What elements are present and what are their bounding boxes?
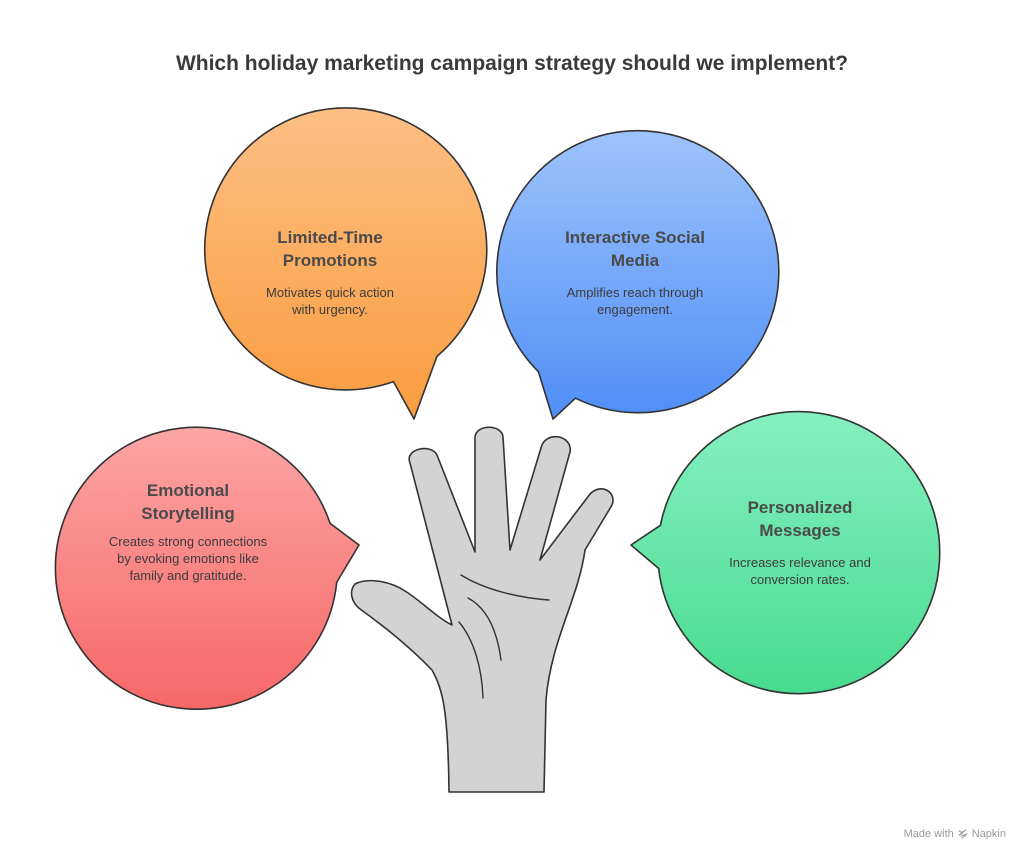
hand-illustration [350,426,614,793]
emotional-storytelling-text-group: Emotional Storytelling Creates strong co… [98,479,278,584]
watermark-prefix: Made with [903,828,954,840]
bubble-emotional-storytelling [54,426,360,711]
personalized-messages-description: Increases relevance and conversion rates… [729,555,871,587]
napkin-logo-icon [958,829,968,839]
limited-time-text-group: Limited-Time Promotions Motivates quick … [235,226,425,318]
made-with-napkin-watermark[interactable]: Made with Napkin [904,828,1006,840]
bubble-personalized-messages [630,410,941,695]
personalized-messages-text-group: Personalized Messages Increases relevanc… [705,496,895,588]
limited-time-description: Motivates quick action with urgency. [266,285,394,317]
emotional-storytelling-description: Creates strong connections by evoking em… [108,534,268,583]
limited-time-title: Limited-Time Promotions [277,228,383,270]
interactive-social-title: Interactive Social Media [565,228,705,270]
bubble-interactive-social-media [496,129,780,420]
page-title: Which holiday marketing campaign strateg… [175,52,849,75]
palm-line-middle [467,597,502,661]
bubble-limited-time-promotions [204,107,488,420]
emotional-storytelling-title: Emotional Storytelling [141,481,235,523]
watermark-brand: Napkin [971,828,1006,840]
interactive-social-description: Amplifies reach through engagement. [566,285,704,317]
personalized-messages-title: Personalized Messages [747,498,853,540]
palm-line-bottom [458,621,484,699]
interactive-social-text-group: Interactive Social Media Amplifies reach… [540,226,730,318]
palm-line-top [460,574,550,601]
